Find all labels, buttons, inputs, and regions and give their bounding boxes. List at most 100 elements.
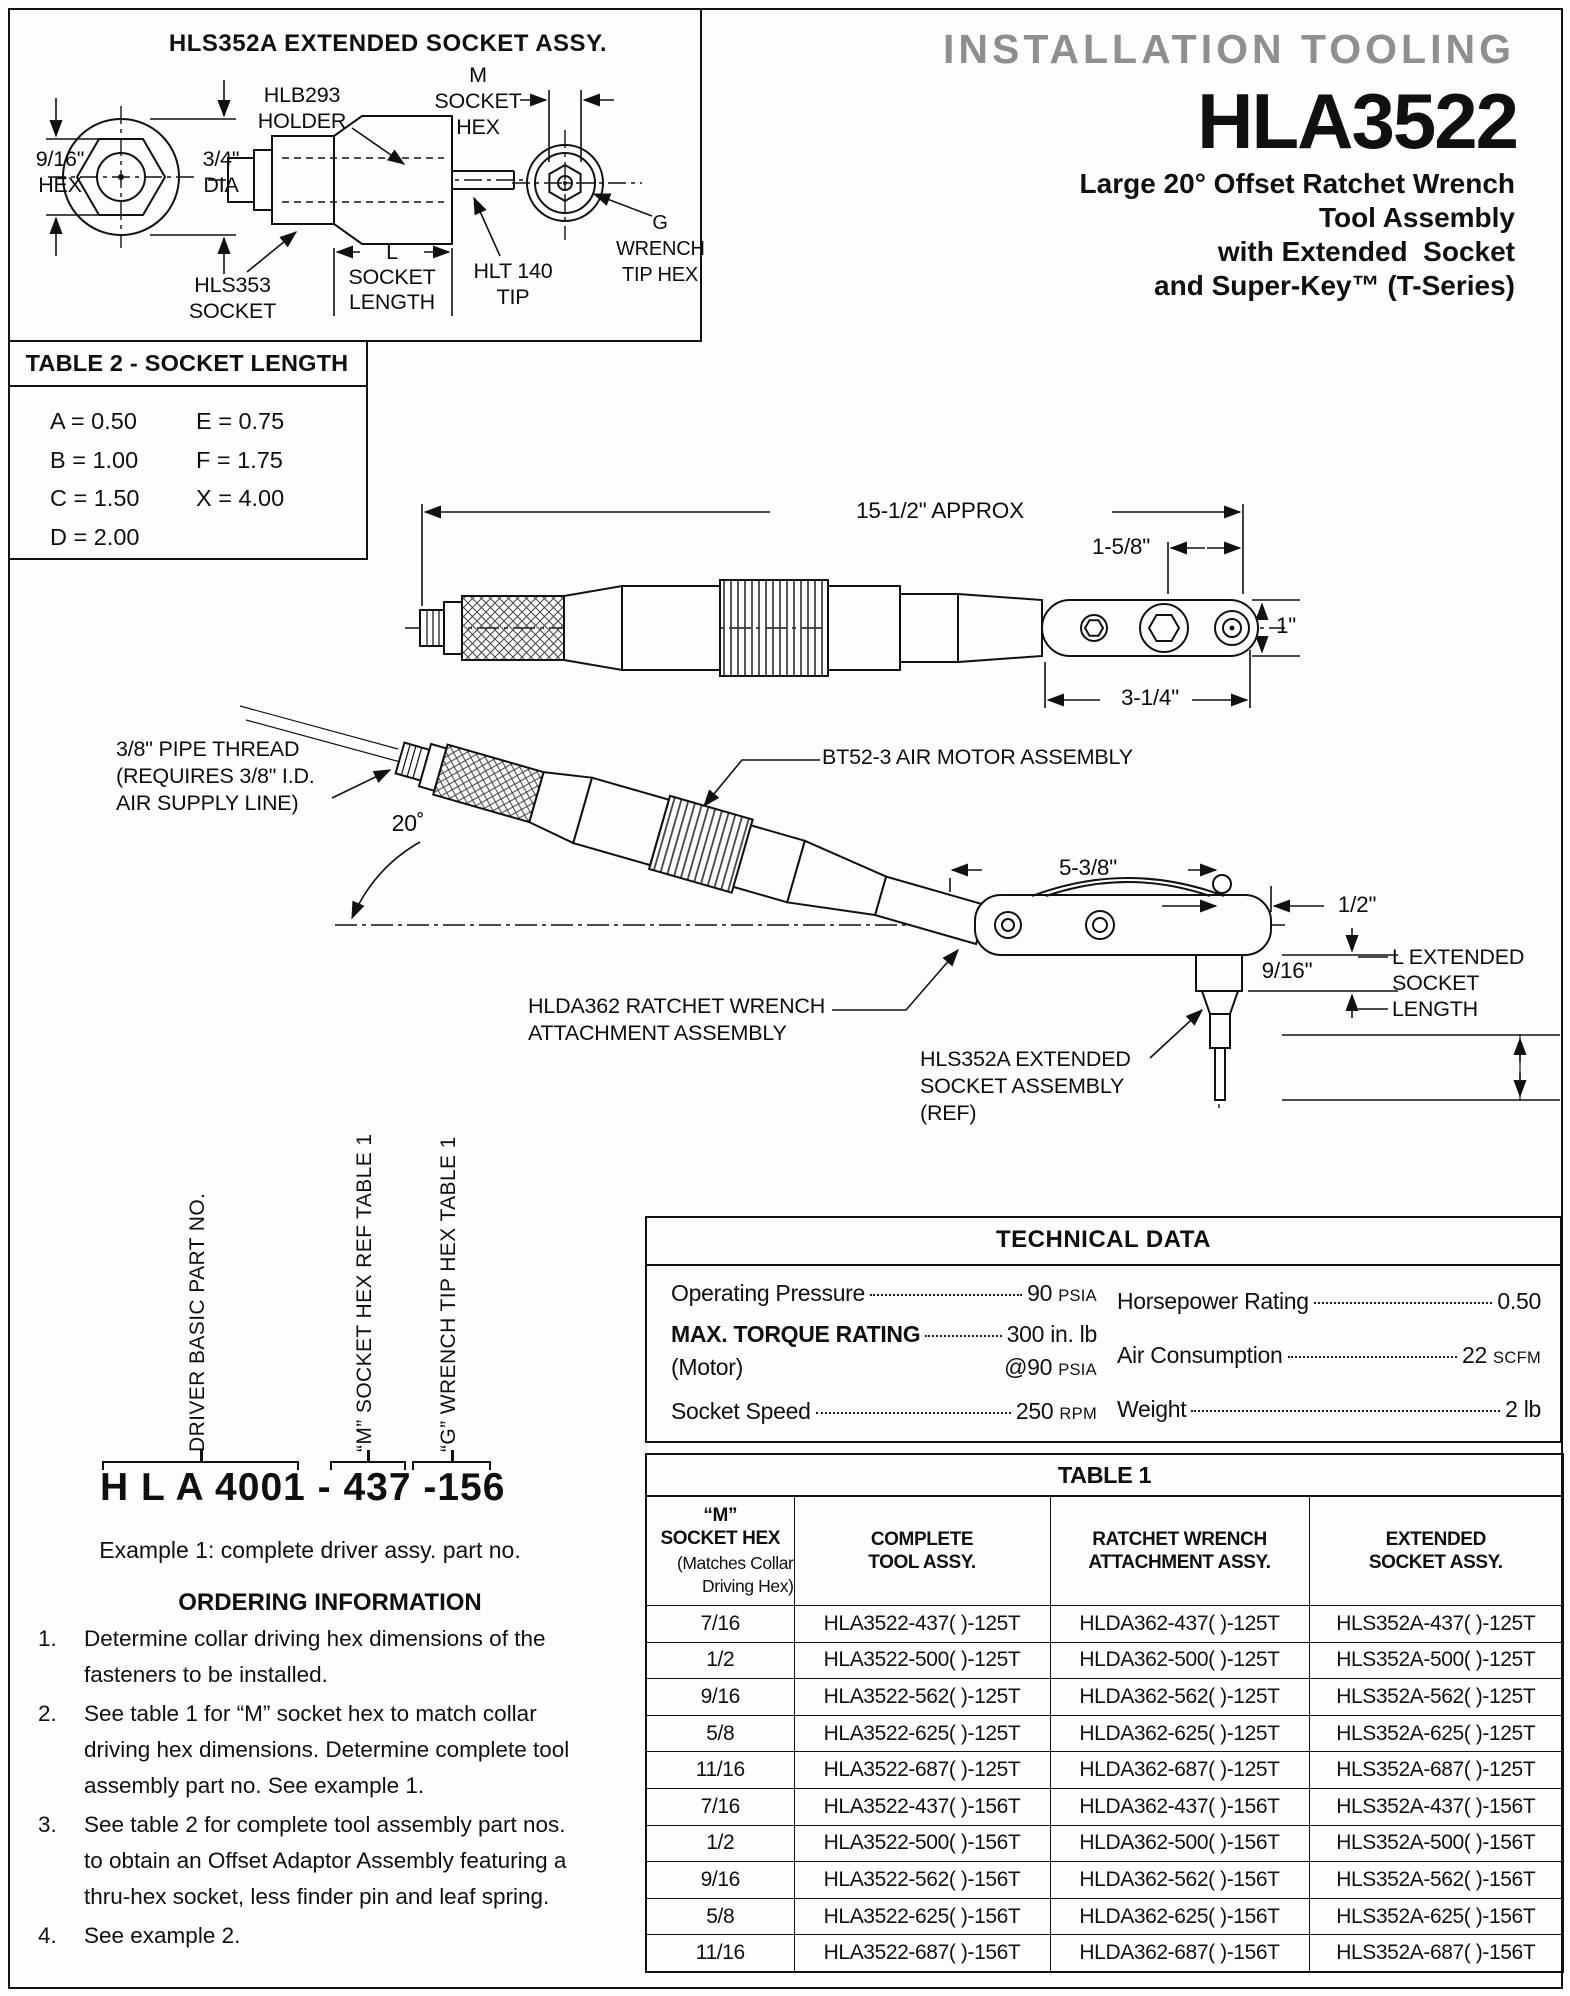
table1-cell: HLDA362-687( )-156T	[1049, 1934, 1310, 1973]
table1-cell: 7/16	[645, 1605, 795, 1643]
g-wrench-tip-ref-label: “G” WRENCH TIP HEX TABLE 1	[437, 1136, 460, 1452]
table1-cell: HLDA362-500( )-156T	[1049, 1824, 1310, 1863]
technical-data-rule	[647, 1264, 1560, 1266]
table1-cell: HLA3522-437( )-156T	[793, 1787, 1051, 1826]
page-border	[8, 8, 1563, 1989]
spec-max-torque: MAX. TORQUE RATING 300 in. lb	[671, 1321, 1097, 1348]
table1-cell: HLS352A-687( )-125T	[1308, 1751, 1564, 1789]
table1-header-m-hex: “M” SOCKET HEX(Matches Collar Driving He…	[645, 1495, 795, 1606]
spec-unit: RPM	[1059, 1405, 1097, 1423]
spec-value: 90	[1027, 1280, 1053, 1306]
ordering-item-text: Determine collar driving hex dimensions …	[84, 1626, 546, 1687]
table1-cell: HLDA362-437( )-125T	[1049, 1605, 1310, 1643]
table1-cell: HLS352A-625( )-125T	[1308, 1714, 1564, 1753]
table1-cell: 9/16	[645, 1861, 795, 1899]
socket-ref-label: HLS352A EXTENDED SOCKET ASSEMBLY (REF)	[920, 1047, 1131, 1125]
header-text: “M” SOCKET HEX	[660, 1505, 781, 1549]
table1-cell: HLS352A-625( )-156T	[1308, 1897, 1564, 1936]
dotted-leader	[925, 1335, 1002, 1337]
page-kicker: INSTALLATION TOOLING	[943, 26, 1515, 72]
model-number: HLA3522	[1197, 77, 1519, 165]
header-subtext: (Matches Collar Driving Hex)	[676, 1553, 794, 1596]
tip-label: HLT 140 TIP	[473, 259, 553, 309]
table2-entry: A = 0.50	[50, 408, 137, 434]
table1-cell: HLA3522-625( )-125T	[793, 1714, 1051, 1753]
table1-cell: HLA3522-500( )-156T	[793, 1824, 1051, 1863]
table1-cell: HLDA362-437( )-156T	[1049, 1787, 1310, 1826]
ordering-item-text: See table 1 for “M” socket hex to match …	[84, 1701, 570, 1798]
ordering-item-text: See example 2.	[84, 1923, 241, 1948]
table2-title: TABLE 2 - SOCKET LENGTH	[8, 342, 366, 387]
spec-label: Socket Speed	[671, 1398, 811, 1424]
table2-socket-length: TABLE 2 - SOCKET LENGTH A = 0.50 B = 1.00…	[8, 342, 368, 560]
m-socket-hex-ref-label: “M” SOCKET HEX REF TABLE 1	[353, 1133, 376, 1452]
subtitle-line-2: Tool Assembly	[1318, 202, 1515, 233]
subtitle-line-4: and Super-Key™ (T-Series)	[1154, 270, 1515, 301]
ordering-item: 3.See table 2 for complete tool assembly…	[38, 1807, 638, 1915]
table2-entry: E = 0.75	[196, 408, 285, 434]
socket-label: HLS353 SOCKET	[188, 273, 277, 323]
spec-value: 2 lb	[1505, 1396, 1541, 1422]
bracket-tick	[367, 1450, 370, 1462]
spec-socket-speed: Socket Speed 250 RPM	[671, 1398, 1097, 1425]
table1-cell: HLS352A-500( )-125T	[1308, 1641, 1564, 1680]
table1-cell: 5/8	[645, 1897, 795, 1936]
table1-cell: HLA3522-562( )-125T	[793, 1678, 1051, 1716]
ordering-item-number: 1.	[38, 1626, 57, 1651]
spec-weight: Weight 2 lb	[1117, 1396, 1541, 1423]
driver-basic-label: DRIVER BASIC PART NO.	[186, 1192, 209, 1452]
table1-cell: HLDA362-625( )-125T	[1049, 1714, 1310, 1753]
table1-cell: HLDA362-625( )-156T	[1049, 1897, 1310, 1936]
table1-cell: 5/8	[645, 1714, 795, 1753]
technical-data-box: TECHNICAL DATA Operating Pressure 90 PSI…	[645, 1216, 1562, 1443]
table1: TABLE 1 “M” SOCKET HEX(Matches Collar Dr…	[645, 1453, 1565, 1973]
spec-label: MAX. TORQUE RATING	[671, 1321, 921, 1347]
technical-data-title: TECHNICAL DATA	[996, 1226, 1211, 1253]
part-number-bracket	[412, 1461, 491, 1470]
table1-cell: HLA3522-687( )-125T	[793, 1751, 1051, 1789]
m-socket-hex-label: M SOCKET HEX	[434, 63, 522, 139]
example-part-number: H L A 4001 - 437 -156	[100, 1466, 506, 1509]
table1-cell: 11/16	[645, 1934, 795, 1973]
table1-cell: 11/16	[645, 1751, 795, 1789]
dim-3-1-4-label: 3-1/4"	[1120, 685, 1180, 710]
l-extended-label: L EXTENDED SOCKET LENGTH	[1392, 945, 1525, 1021]
table1-header-ratchet: RATCHET WRENCH ATTACHMENT ASSY.	[1049, 1495, 1310, 1606]
dim-1-label: 1"	[1275, 613, 1297, 638]
table1-cell: HLDA362-562( )-125T	[1049, 1678, 1310, 1716]
table1-title: TABLE 1	[645, 1453, 1564, 1497]
ordering-item: 2. See table 1 for “M” socket hex to matc…	[38, 1696, 638, 1804]
holder-label: HLB293 HOLDER	[257, 83, 347, 133]
table2-entry: D = 2.00	[50, 523, 140, 550]
socket-assembly-diagram	[46, 80, 652, 316]
spec-unit: SCFM	[1493, 1349, 1541, 1367]
table1-cell: HLA3522-562( )-156T	[793, 1861, 1051, 1899]
spec-label: Operating Pressure	[671, 1280, 866, 1306]
example-caption: Example 1: complete driver assy. part no…	[99, 1537, 521, 1563]
socket-length-label: L SOCKET LENGTH	[348, 240, 436, 314]
ordering-item-number: 2.	[38, 1701, 57, 1726]
spec-max-torque-motor: (Motor) @90 PSIA	[671, 1354, 1097, 1381]
dim-1-2-label: 1/2"	[1337, 892, 1377, 917]
table2-entry: B = 1.00	[50, 446, 139, 473]
ordering-item-number: 3.	[38, 1812, 57, 1837]
hex-dim-label: 9/16" HEX	[35, 147, 85, 197]
ordering-item: 4.See example 2.	[38, 1918, 638, 1954]
dim-1-5-8-label: 1-5/8"	[1091, 534, 1151, 559]
pipe-thread-label: 3/8" PIPE THREAD (REQUIRES 3/8" I.D. AIR…	[116, 737, 315, 815]
part-number-bracket	[102, 1461, 299, 1470]
dim-9-16-label: 9/16"	[1261, 958, 1313, 983]
table1-cell: HLS352A-500( )-156T	[1308, 1824, 1564, 1863]
spec-value: 300 in. lb	[1006, 1321, 1098, 1347]
table1-cell: HLA3522-437( )-125T	[793, 1605, 1051, 1643]
part-number-bracket	[330, 1461, 406, 1470]
subtitle-line-3: with Extended Socket	[1217, 236, 1515, 267]
